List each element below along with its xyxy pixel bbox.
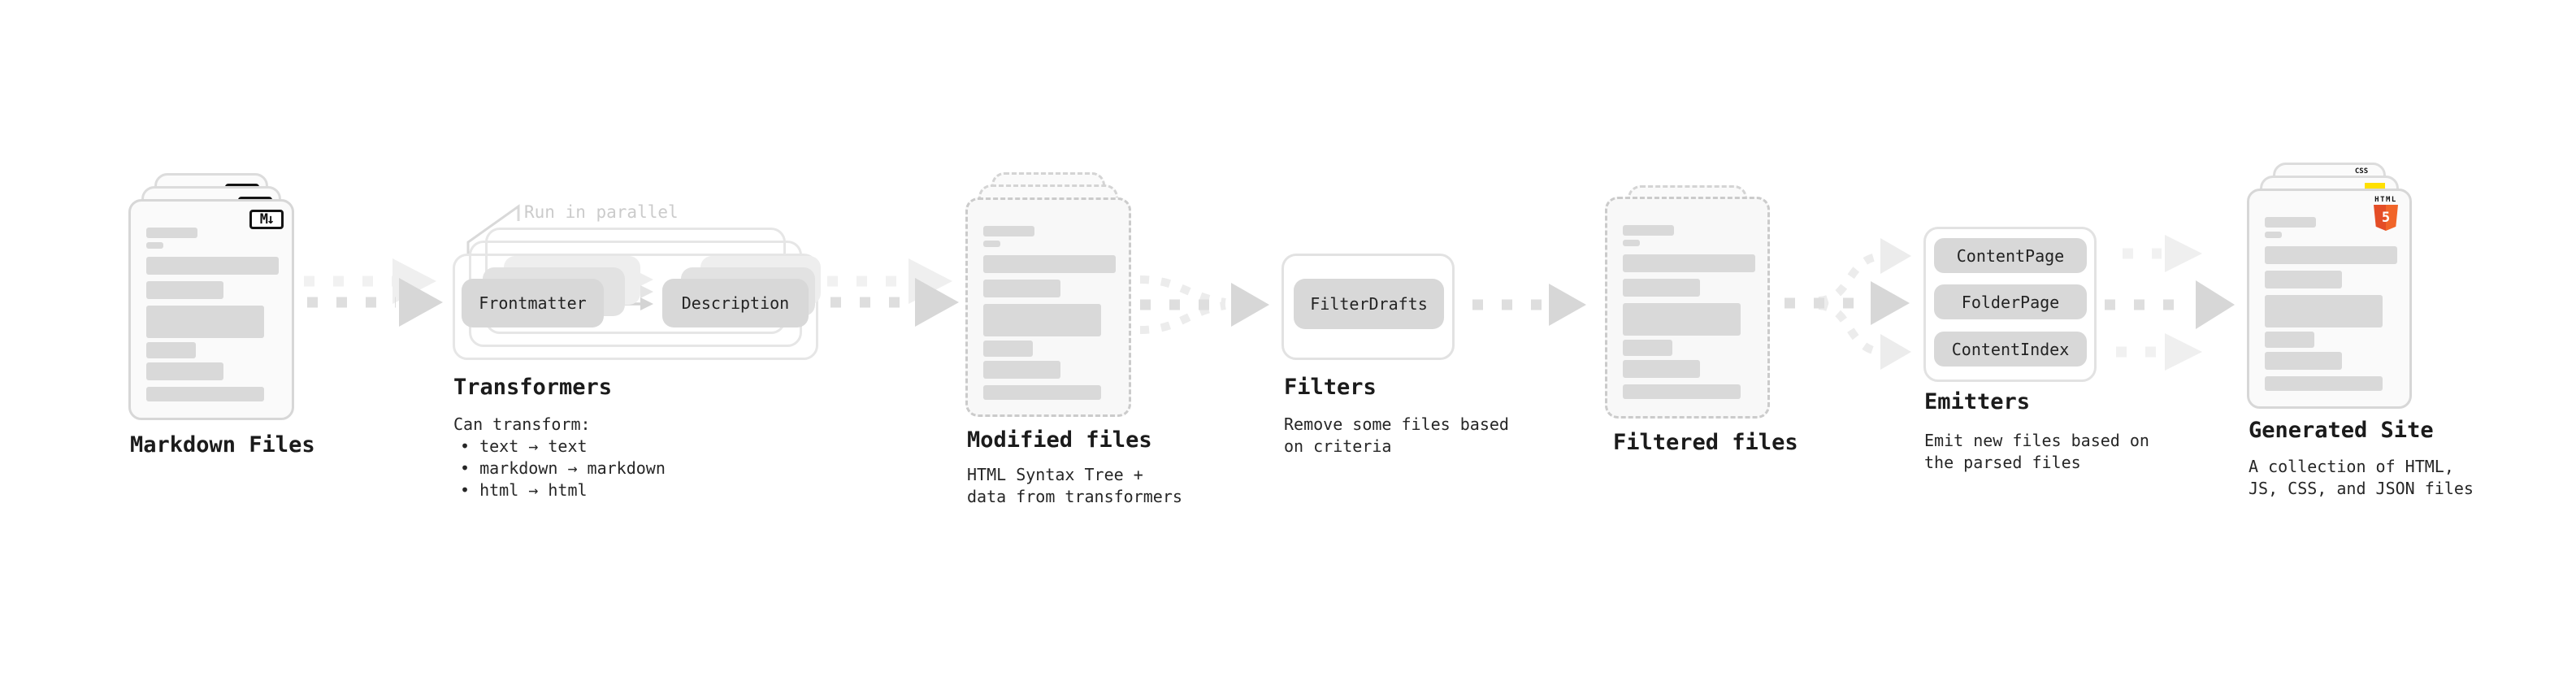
text-line-placeholder — [146, 257, 279, 275]
stage-description-line: on criteria — [1284, 436, 1392, 456]
text-line-placeholder — [1623, 279, 1700, 297]
markdown-file-card: M↓ — [128, 199, 294, 420]
text-line-placeholder — [1623, 254, 1755, 272]
css-icon-label: CSS — [2354, 167, 2369, 176]
stage-description-line: HTML Syntax Tree + — [967, 465, 1143, 484]
stage-caption: Generated Site — [2249, 418, 2434, 443]
transform-bullet: • html → html — [460, 480, 588, 500]
stage-caption: Modified files — [967, 427, 1152, 453]
transformer-pill-description: Description — [662, 279, 809, 327]
markdown-icon-label: M↓ — [259, 211, 275, 228]
stage-caption: Emitters — [1924, 389, 2031, 414]
text-line-placeholder — [146, 362, 223, 380]
transformer-pill-frontmatter: Frontmatter — [462, 279, 604, 327]
arrow-filters-to-filtered — [1472, 284, 1586, 326]
arrow-filtered-to-emitters — [1785, 238, 1911, 370]
stage-caption: Markdown Files — [130, 432, 315, 458]
arrow-markdown-to-transformers — [304, 258, 443, 327]
text-line-placeholder — [2265, 352, 2342, 370]
text-line-placeholder — [1623, 240, 1640, 246]
emitter-pill-contentindex: ContentIndex — [1934, 332, 2087, 367]
text-line-placeholder — [146, 306, 264, 338]
text-line-placeholder — [2265, 376, 2383, 391]
text-line-placeholder — [1623, 360, 1700, 378]
arrow-emitters-to-generated — [2105, 235, 2235, 371]
filter-pill-filterdrafts: FilterDrafts — [1294, 279, 1444, 329]
stage-description-line: JS, CSS, and JSON files — [2249, 479, 2474, 498]
text-line-placeholder — [983, 280, 1060, 297]
markdown-icon: M↓ — [249, 210, 284, 229]
text-line-placeholder — [983, 340, 1033, 357]
text-line-placeholder — [146, 281, 223, 299]
text-line-placeholder — [2265, 232, 2282, 238]
text-line-placeholder — [1623, 340, 1672, 356]
stage-description-title: Can transform: — [453, 414, 591, 434]
text-line-placeholder — [2265, 332, 2314, 348]
run-in-parallel-note: Run in parallel — [524, 202, 679, 222]
text-line-placeholder — [983, 385, 1101, 400]
text-line-placeholder — [146, 228, 197, 238]
modified-file-card — [965, 197, 1131, 417]
text-line-placeholder — [1623, 303, 1741, 336]
arrow-transformers-to-modified — [827, 258, 959, 327]
document-skeleton — [1607, 199, 1767, 416]
filtered-file-card — [1605, 197, 1770, 419]
text-line-placeholder — [2265, 271, 2342, 288]
emitter-pill-contentpage: ContentPage — [1934, 238, 2087, 273]
document-skeleton — [131, 202, 292, 418]
text-line-placeholder — [2265, 217, 2316, 228]
text-line-placeholder — [983, 361, 1060, 379]
transformer-container — [453, 254, 818, 360]
stage-description-line: Emit new files based on — [1924, 431, 2149, 450]
text-line-placeholder — [1623, 384, 1741, 399]
text-line-placeholder — [146, 342, 196, 358]
stage-caption: Filtered files — [1613, 430, 1798, 455]
text-line-placeholder — [2265, 246, 2397, 264]
html5-shield-number: 5 — [2381, 210, 2391, 226]
stage-description-line: data from transformers — [967, 487, 1182, 506]
stage-description-line: Remove some files based — [1284, 414, 1509, 434]
html5-shield: 5 — [2374, 205, 2398, 231]
text-line-placeholder — [983, 241, 1000, 247]
text-line-placeholder — [1623, 225, 1674, 236]
text-line-placeholder — [983, 255, 1116, 273]
stage-caption: Filters — [1284, 375, 1377, 400]
document-skeleton — [968, 200, 1129, 414]
document-skeleton — [2249, 191, 2409, 406]
transform-bullet: • markdown → markdown — [460, 458, 666, 478]
html5-icon-label: HTML — [2374, 196, 2397, 204]
stage-description-line: A collection of HTML, — [2249, 457, 2454, 476]
arrow-modified-to-filters — [1139, 275, 1269, 334]
stage-caption: Transformers — [453, 375, 613, 400]
text-line-placeholder — [146, 387, 264, 401]
text-line-placeholder — [2265, 295, 2383, 327]
run-in-parallel-leader-line — [466, 204, 520, 256]
text-line-placeholder — [983, 226, 1034, 236]
html5-icon: HTML 5 — [2370, 196, 2401, 231]
transform-bullet: • text → text — [460, 436, 588, 456]
text-line-placeholder — [146, 242, 163, 249]
text-line-placeholder — [983, 304, 1101, 336]
generated-site-card: HTML 5 — [2247, 189, 2412, 409]
emitter-pill-folderpage: FolderPage — [1934, 284, 2087, 319]
stage-description-line: the parsed files — [1924, 453, 2081, 472]
